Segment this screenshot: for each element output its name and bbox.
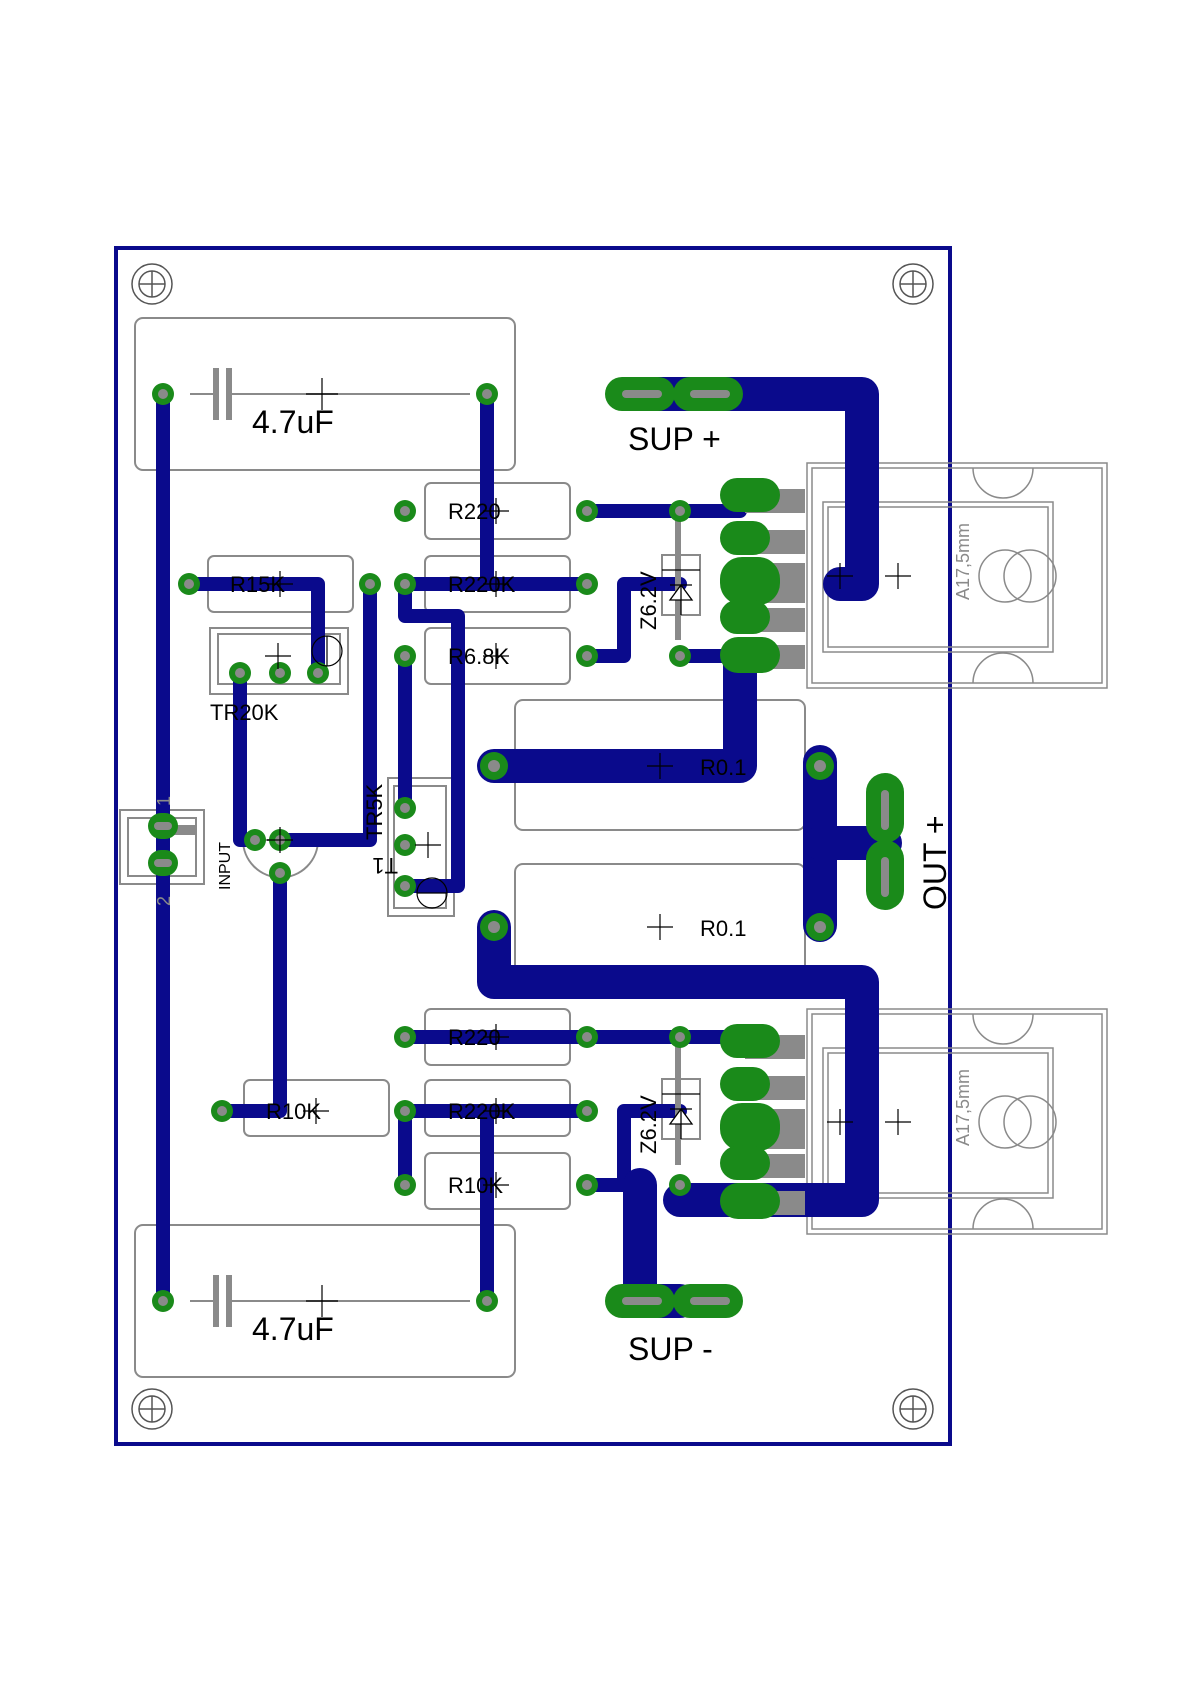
zener-diode-icon (662, 569, 700, 1139)
trimmer-label: TR20K (210, 700, 279, 725)
sup-minus-label: SUP - (628, 1331, 713, 1367)
capacitor-label: 4.7uF (252, 404, 334, 440)
power-resistor-label: R0.1 (700, 916, 746, 941)
trimmer-knob-icon (311, 635, 448, 909)
sup-plus-label: SUP + (628, 421, 721, 457)
resistor-label: R10K (448, 1173, 503, 1198)
resistor-label: R15K (230, 572, 285, 597)
resistor-label: R220K (448, 572, 516, 597)
capacitor-label: 4.7uF (252, 1311, 334, 1347)
board-outline (114, 246, 952, 1446)
resistor-label: R220 (448, 1025, 501, 1050)
out-plus-label: OUT + (917, 815, 953, 910)
trimmer-label: TR5K (362, 783, 387, 840)
pin-1-label: 1 (154, 796, 174, 806)
capacitor-symbols (213, 368, 232, 1327)
input-label: INPUT (217, 842, 234, 890)
zener-label: Z6.2V (636, 1095, 661, 1154)
resistor-label: R220K (448, 1099, 516, 1124)
pin-2-label: 2 (154, 896, 174, 906)
power-resistor-label: R0.1 (700, 755, 746, 780)
pads (148, 377, 904, 1318)
resistor-label: R6.8K (448, 644, 509, 669)
zener-label: Z6.2V (636, 571, 661, 630)
center-marks (265, 378, 911, 1317)
heatsink-label: A17,5mm (953, 523, 973, 600)
transistor-label: T1 (372, 853, 398, 878)
resistor-label: R220 (448, 499, 501, 524)
resistor-label: R10K (266, 1099, 321, 1124)
mounting-hole-icon (131, 263, 934, 1430)
heatsink-label: A17,5mm (953, 1069, 973, 1146)
